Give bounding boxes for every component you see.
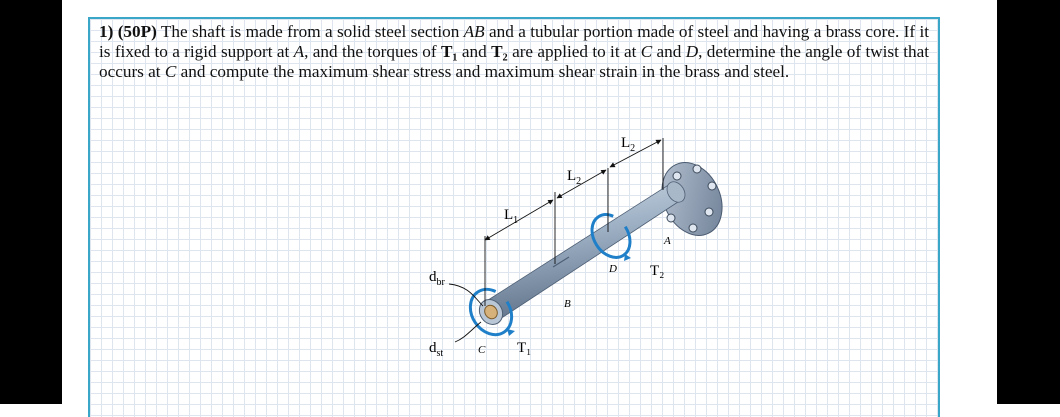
text-seg: and: [457, 42, 492, 61]
shaft-diagram: L1 L2 L2 dbr dst C T₁ B D T₂ A: [429, 135, 723, 359]
text-seg: and compute the maximum shear stress and…: [176, 62, 790, 81]
shaft-body: [484, 183, 682, 322]
label-t1: T₁: [517, 340, 531, 356]
problem-number: 1): [99, 22, 114, 41]
label-t2: T₂: [650, 263, 664, 279]
document-page: 1) (50P) The shaft is made from a solid …: [62, 0, 997, 417]
label-l1: L1: [504, 207, 518, 226]
var-c2: C: [164, 62, 177, 81]
torque-t1-arrow: [468, 287, 515, 337]
var-c: C: [640, 42, 653, 61]
label-d-brass: dbr: [429, 269, 446, 288]
text-seg: and a tubular portion made of steel and …: [99, 22, 930, 61]
problem-statement: 1) (50P) The shaft is made from a solid …: [99, 22, 929, 82]
problem-points: (50P): [117, 22, 157, 41]
text-seg: The shaft is made from a solid steel sec…: [156, 22, 464, 41]
text-seg: are applied to it at: [507, 42, 641, 61]
label-d-steel: dst: [429, 340, 443, 359]
var-t1: T₁: [440, 42, 458, 61]
text-seg: , and the torques of: [304, 42, 441, 61]
fixed-support-a: [661, 162, 723, 236]
label-l2-first: L2: [567, 168, 581, 187]
label-c: C: [478, 344, 486, 356]
dimension-lines: [448, 138, 664, 343]
var-d: D: [685, 42, 699, 61]
var-a: A: [293, 42, 305, 61]
label-l2-second: L2: [621, 135, 635, 154]
text-seg: and: [652, 42, 686, 61]
section-step-b: [552, 256, 570, 268]
right-black-margin: [997, 0, 1060, 404]
label-a: A: [663, 235, 671, 247]
var-ab: AB: [463, 22, 485, 41]
label-d: D: [608, 263, 617, 275]
left-black-margin: [0, 0, 62, 404]
text-seg: , determine the angle of twist that occu…: [99, 42, 929, 81]
var-t2: T₂: [491, 42, 508, 61]
label-b: B: [564, 298, 571, 310]
